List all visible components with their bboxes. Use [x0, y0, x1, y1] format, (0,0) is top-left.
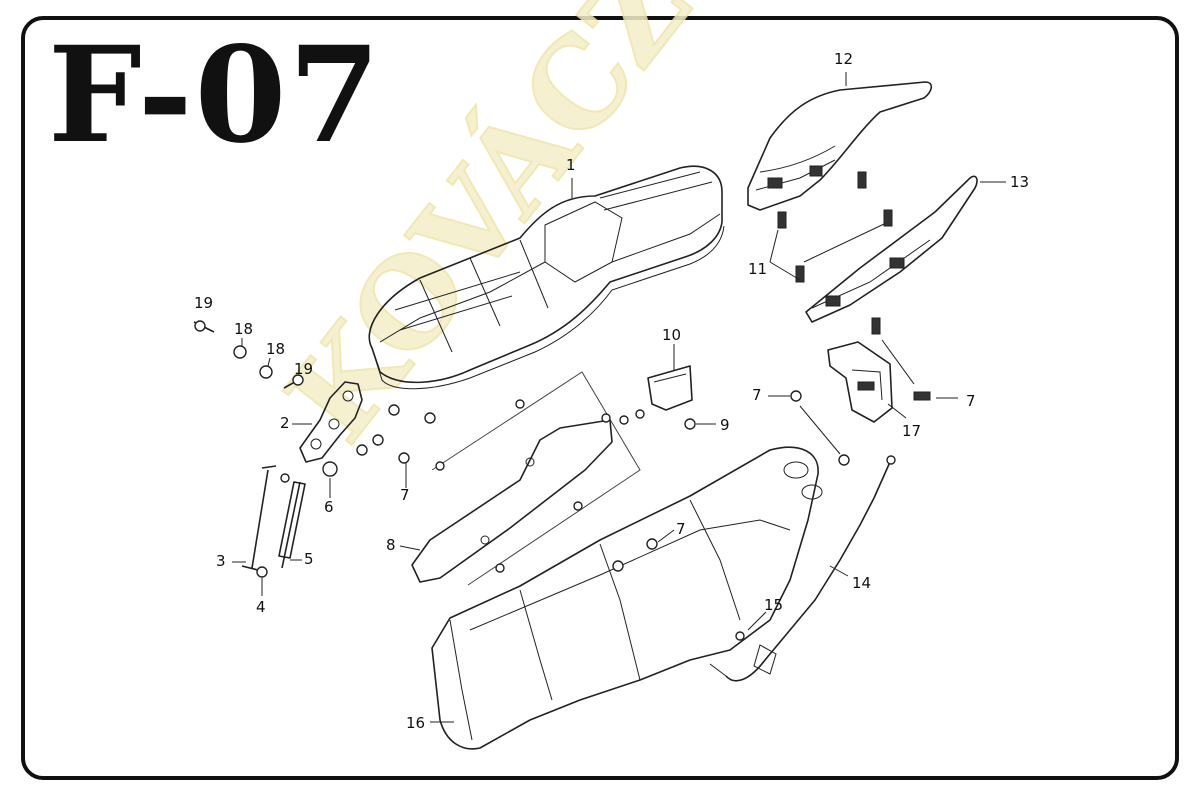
- diagram-frame: [21, 16, 1179, 780]
- diagram-code: F-07: [48, 18, 383, 173]
- bracket-plate: [411, 371, 641, 586]
- callout-7-left: 7: [400, 486, 410, 504]
- callout-7-box: 7: [676, 520, 686, 538]
- callout-1: 1: [566, 156, 576, 174]
- seat: [368, 165, 725, 390]
- callout-2: 2: [280, 414, 290, 432]
- rear-cover-upper: [747, 81, 933, 211]
- callout-4: 4: [256, 598, 266, 616]
- callout-11: 11: [748, 260, 768, 278]
- callout-6: 6: [324, 498, 334, 516]
- seat-hinge: [299, 381, 363, 463]
- callout-9: 9: [720, 416, 730, 434]
- callout-14: 14: [852, 574, 872, 592]
- callout-10: 10: [662, 326, 682, 344]
- seat-damper-assembly: [241, 465, 306, 578]
- callout-18-lower: 18: [266, 340, 286, 358]
- callout-3: 3: [216, 552, 226, 570]
- callout-16: 16: [406, 714, 426, 732]
- callout-15: 15: [764, 596, 784, 614]
- rear-cover-lower: [805, 175, 978, 323]
- fasteners: [193, 171, 931, 641]
- callout-19-upper: 19: [194, 294, 214, 312]
- callout-12: 12: [834, 50, 854, 68]
- release-cable: [709, 455, 896, 682]
- leader-lines: [232, 72, 1006, 723]
- callout-7-right: 7: [752, 386, 762, 404]
- callout-18-upper: 18: [234, 320, 254, 338]
- callout-8: 8: [386, 536, 396, 554]
- callout-19-lower: 19: [294, 360, 314, 378]
- seat-latch: [827, 341, 893, 423]
- mount-bracket: [647, 365, 693, 411]
- callout-7-latch: 7: [966, 392, 976, 410]
- callout-17: 17: [902, 422, 922, 440]
- callout-13: 13: [1010, 173, 1030, 191]
- callout-5: 5: [304, 550, 314, 568]
- storage-box: [431, 446, 823, 750]
- cap-icon: [322, 461, 338, 477]
